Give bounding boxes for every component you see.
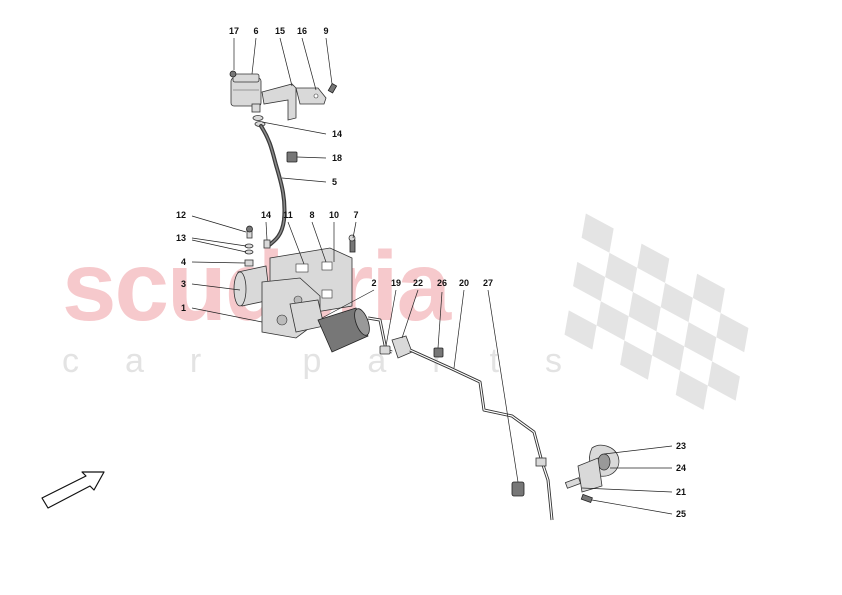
callout-12: 12 <box>176 210 186 220</box>
bracket-bolt <box>348 234 356 253</box>
checker-square <box>564 310 597 350</box>
callout-23: 23 <box>676 441 686 451</box>
callout-14-top: 14 <box>332 129 342 139</box>
fluid-hose <box>259 124 287 248</box>
bleed-nipple <box>564 477 582 489</box>
checker-square <box>581 213 614 253</box>
checker-square <box>660 282 693 323</box>
checker-square <box>707 361 740 401</box>
checker-square <box>628 292 661 332</box>
watermark-sub-text: car parts <box>62 342 562 380</box>
checker-square <box>684 322 717 362</box>
reservoir-cap <box>229 70 237 78</box>
checker-square <box>605 252 638 293</box>
checker-square <box>620 340 653 380</box>
callout-17: 17 <box>229 26 239 36</box>
hose-clamp-top <box>252 115 266 127</box>
checker-square <box>652 331 685 371</box>
callout-19: 19 <box>391 278 401 288</box>
pump-cylinder <box>289 299 325 333</box>
accumulator <box>317 307 370 353</box>
checker-square <box>596 301 629 341</box>
callout-14-mid: 14 <box>261 210 271 220</box>
callout-11: 11 <box>283 210 293 220</box>
hose-clip <box>286 151 298 163</box>
reservoir-bracket <box>261 83 327 121</box>
callout-21: 21 <box>676 487 686 497</box>
callout-9: 9 <box>323 26 328 36</box>
checker-square <box>637 243 670 283</box>
pipe-clip <box>433 347 444 358</box>
rubber-grommet <box>511 481 525 497</box>
callout-4: 4 <box>181 257 186 267</box>
callout-24: 24 <box>676 463 686 473</box>
callout-labels: 17 6 15 16 9 14 18 5 12 14 11 8 10 7 13 … <box>176 26 686 519</box>
pipe-union <box>379 345 391 355</box>
hydraulic-line <box>409 348 554 521</box>
bleed-screw <box>246 225 253 239</box>
callout-27: 27 <box>483 278 493 288</box>
fluid-reservoir <box>230 73 262 113</box>
callout-1: 1 <box>181 303 186 313</box>
checker-square <box>675 370 708 410</box>
callout-18: 18 <box>332 153 342 163</box>
checkered-flag-watermark <box>564 213 749 410</box>
callout-22: 22 <box>413 278 423 288</box>
callout-3: 3 <box>181 279 186 289</box>
checker-square <box>716 312 749 353</box>
callout-10: 10 <box>329 210 339 220</box>
bracket-screw <box>327 82 338 94</box>
slave-cylinder-mount <box>577 457 603 493</box>
checker-square <box>692 273 725 313</box>
callout-16: 16 <box>297 26 307 36</box>
callout-13: 13 <box>176 233 186 243</box>
callout-2: 2 <box>371 278 376 288</box>
callout-25: 25 <box>676 509 686 519</box>
callout-8: 8 <box>309 210 314 220</box>
leader-lines <box>191 37 673 515</box>
checker-square <box>573 261 606 302</box>
direction-arrow <box>41 471 105 509</box>
callout-5: 5 <box>332 177 337 187</box>
callout-7: 7 <box>353 210 358 220</box>
mounting-bolt <box>580 493 593 504</box>
callout-15: 15 <box>275 26 285 36</box>
line-fitting <box>535 457 547 467</box>
callout-20: 20 <box>459 278 469 288</box>
callout-26: 26 <box>437 278 447 288</box>
callout-6: 6 <box>253 26 258 36</box>
